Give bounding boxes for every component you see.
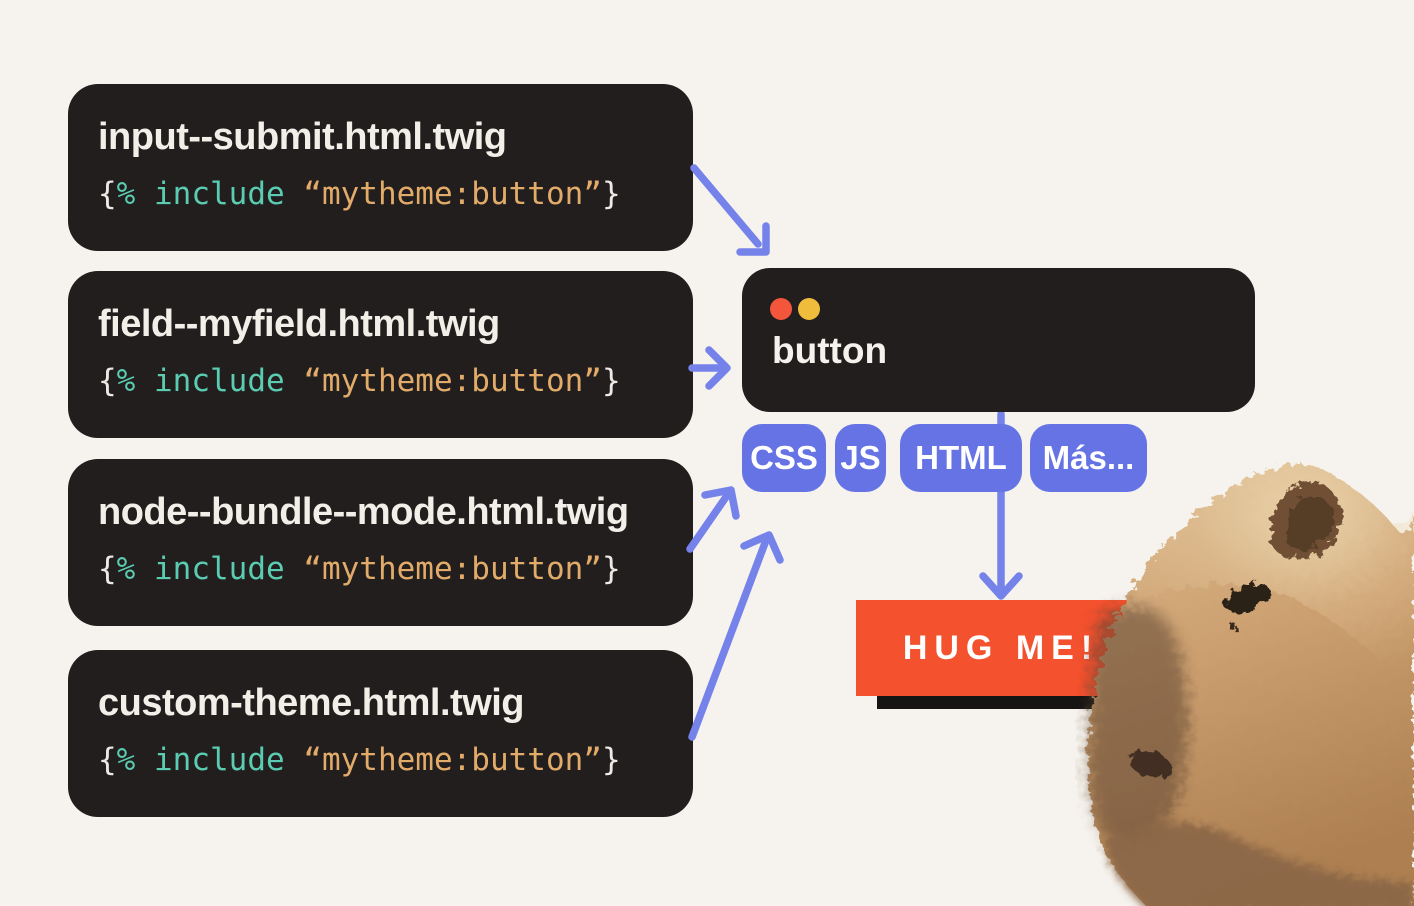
code-open-brace: { xyxy=(98,176,117,212)
code-include-tag: % include xyxy=(116,363,304,399)
component-title: button xyxy=(772,330,888,371)
window-dot-red-icon xyxy=(770,298,792,320)
code-string: “mytheme:button” xyxy=(303,742,602,778)
code-open-brace: { xyxy=(98,363,117,399)
capybara-nostril xyxy=(1128,749,1172,779)
code-open-brace: { xyxy=(98,551,117,587)
arrow-input-submit-to-button xyxy=(690,164,770,256)
code-string: “mytheme:button” xyxy=(303,176,602,212)
hug-me-button[interactable]: HUG ME! xyxy=(856,600,1146,696)
file-name: node--bundle--mode.html.twig xyxy=(98,491,629,533)
code-string: “mytheme:button” xyxy=(303,363,602,399)
code-include-tag: % include xyxy=(116,551,304,587)
capybara-ear xyxy=(1270,481,1342,558)
code-line: {% include “mytheme:button”} xyxy=(98,740,663,780)
capybara-ear-inner xyxy=(1284,496,1334,549)
code-close-brace: } xyxy=(601,176,621,212)
capybara-eye-fleck xyxy=(1229,623,1237,631)
code-line: {% include “mytheme:button”} xyxy=(98,174,663,214)
file-card-node-bundle-mode: node--bundle--mode.html.twig {% include … xyxy=(68,459,693,626)
tag-badge-css[interactable]: CSS xyxy=(742,424,826,492)
code-line: {% include “mytheme:button”} xyxy=(98,549,663,589)
tag-badge-js[interactable]: JS xyxy=(835,424,886,492)
capybara-chest-shade xyxy=(1104,822,1414,906)
file-card-input-submit: input--submit.html.twig {% include “myth… xyxy=(68,84,693,251)
window-dot-yellow-icon xyxy=(798,298,820,320)
file-name: custom-theme.html.twig xyxy=(98,682,525,724)
button-component-window: button xyxy=(742,268,1255,412)
file-name: input--submit.html.twig xyxy=(98,116,507,158)
code-close-brace: } xyxy=(601,551,621,587)
code-close-brace: } xyxy=(601,742,621,778)
file-card-field-myfield: field--myfield.html.twig {% include “myt… xyxy=(68,271,693,438)
capybara-sheen xyxy=(1126,464,1414,700)
code-string: “mytheme:button” xyxy=(303,551,602,587)
code-include-tag: % include xyxy=(116,742,304,778)
code-close-brace: } xyxy=(601,363,621,399)
arrow-field-myfield-to-button xyxy=(688,346,731,390)
code-open-brace: { xyxy=(98,742,117,778)
code-line: {% include “mytheme:button”} xyxy=(98,361,663,401)
code-include-tag: % include xyxy=(116,176,304,212)
tag-badge-html[interactable]: HTML xyxy=(900,424,1022,492)
file-name: field--myfield.html.twig xyxy=(98,303,500,345)
tag-badge-mas[interactable]: Más... xyxy=(1030,424,1147,492)
arrow-custom-theme-to-button xyxy=(688,531,784,741)
arrow-node-bundle-to-button xyxy=(686,486,740,553)
file-card-custom-theme: custom-theme.html.twig {% include “mythe… xyxy=(68,650,693,817)
capybara-eye xyxy=(1224,583,1270,613)
